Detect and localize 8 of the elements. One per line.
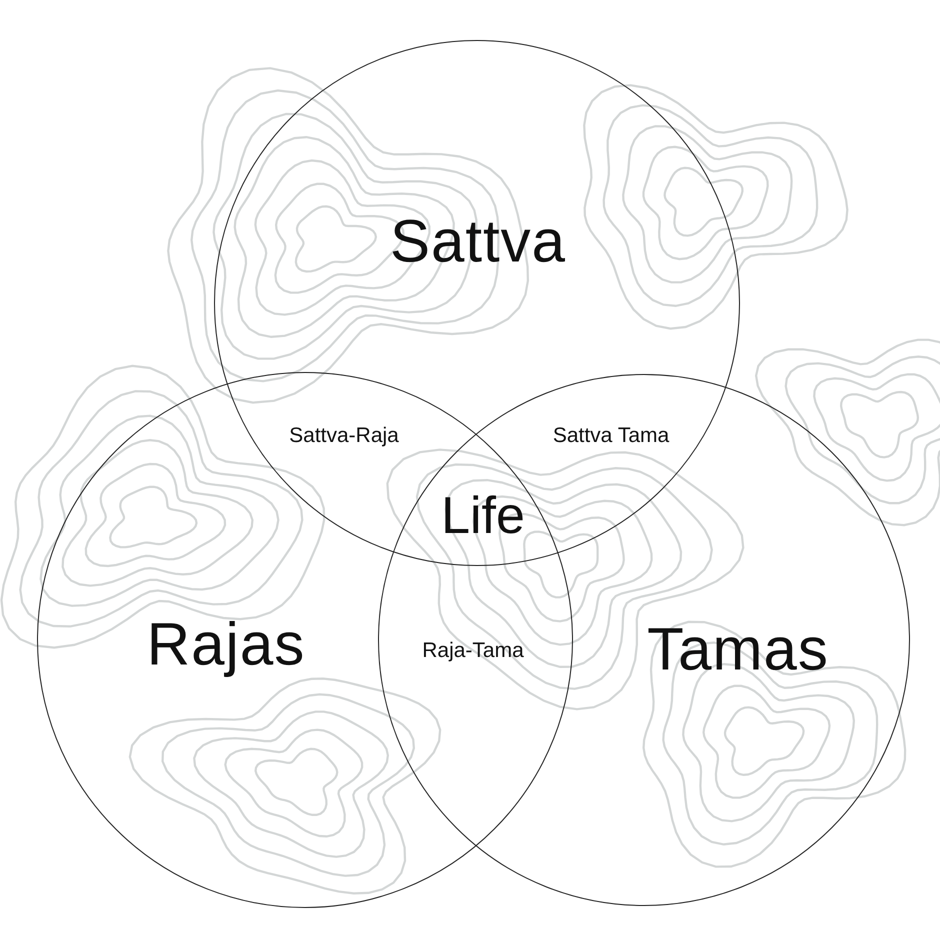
- venn-circle: [214, 40, 740, 566]
- circle-label: Rajas: [146, 610, 306, 678]
- overlap-label: Sattva-Raja: [289, 424, 399, 448]
- circle-label: Tamas: [647, 614, 829, 684]
- circle-label: Sattva: [390, 206, 566, 276]
- overlap-label: Raja-Tama: [422, 639, 524, 663]
- overlap-label: Sattva Tama: [552, 424, 670, 448]
- overlap-label: Life: [441, 486, 525, 546]
